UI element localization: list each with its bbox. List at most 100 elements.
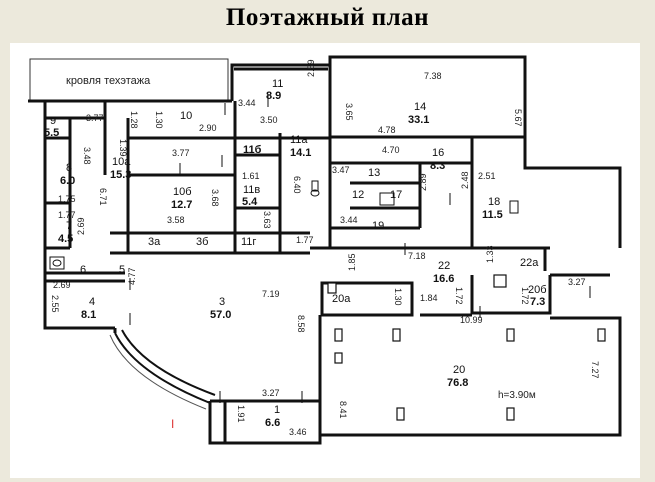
room-num: 8: [66, 162, 72, 174]
room-num: 7: [66, 220, 72, 232]
dimension-label: 7.38: [424, 71, 442, 81]
room-area: 1.61: [242, 171, 260, 181]
room-area: 14.1: [290, 147, 311, 159]
room-area: 6.0: [60, 175, 75, 187]
dimension-labels: 7.38 3.65 5.67 4.78 3.44 2.59 3.50 2.90 …: [50, 59, 600, 437]
room-num: 11в: [243, 184, 260, 196]
dimension-label: 8.41: [338, 401, 348, 419]
room-num: 1: [274, 404, 280, 416]
dimension-label: 3.65: [344, 103, 354, 121]
room-num: 14: [414, 101, 426, 113]
floor-plan: кровля техэтажа 1 6.6 3 57.0 3а 3б 4 8.1…: [10, 43, 640, 478]
dimension-label: 3.68: [210, 189, 220, 207]
room-num: 16: [432, 147, 444, 159]
dimension-label: 2.90: [199, 123, 217, 133]
fixtures: [49, 180, 519, 270]
dimension-label: 3.77: [86, 113, 104, 123]
room-area: 8.9: [266, 90, 281, 102]
room-num: 13: [368, 167, 380, 179]
roof-label: кровля техэтажа: [66, 75, 151, 87]
dimension-label: 2.69: [76, 217, 86, 235]
room-num: 12: [352, 189, 364, 201]
room-num: 3а: [148, 236, 161, 248]
dimension-label: 1.30: [393, 288, 403, 306]
room-num: 11: [272, 78, 283, 90]
room-area: 12.7: [171, 199, 192, 211]
dimension-label: 3.48: [82, 147, 92, 165]
dimension-label: 1.77: [58, 210, 76, 220]
dimension-label: 3.46: [289, 427, 307, 437]
dimension-label: 2.89: [418, 173, 428, 191]
room-num: 18: [488, 196, 500, 208]
dimension-label: 1.75: [58, 194, 76, 204]
room-num: 20б: [528, 284, 547, 296]
room-area: 33.1: [408, 114, 429, 126]
dimension-label: 3.77: [172, 148, 190, 158]
dimension-label: 3.58: [167, 215, 185, 225]
room-num: 11а: [290, 134, 308, 146]
floor-plan-drawing: кровля техэтажа 1 6.6 3 57.0 3а 3б 4 8.1…: [28, 55, 622, 445]
dimension-label: 1.77: [296, 235, 314, 245]
dimension-label: 2.69: [53, 280, 71, 290]
room-num: 4: [89, 296, 95, 308]
room-area: 6.6: [265, 417, 280, 429]
room-num: 3: [219, 296, 225, 308]
dimension-label: 5.67: [513, 109, 523, 127]
room-num: 20а: [332, 293, 351, 305]
room-num: 11г: [241, 236, 256, 248]
dimension-label: 3.63: [262, 211, 272, 229]
dimension-label: 1.91: [236, 405, 246, 423]
room-area: 8.1: [81, 309, 96, 321]
room-area: 4.5: [58, 233, 73, 245]
page-title: Поэтажный план: [225, 4, 430, 31]
dimension-label: 3.44: [340, 215, 358, 225]
room-area: 11.5: [482, 209, 503, 221]
room-area: 76.8: [447, 377, 468, 389]
dimension-label: 2.55: [50, 295, 60, 313]
dimension-label: 7.27: [590, 361, 600, 379]
dimension-label: 3.27: [262, 388, 280, 398]
dimension-label: 2.48: [460, 171, 470, 189]
room-area: 5.5: [44, 127, 59, 139]
ceiling-height-note: h=3.90м: [498, 390, 536, 401]
dimension-label: 10.99: [460, 315, 483, 325]
room-area: 8.3: [430, 160, 445, 172]
dimension-label: 3.44: [238, 98, 256, 108]
room-area: 5.4: [242, 196, 258, 208]
room-num: 3б: [196, 236, 208, 248]
dimension-label: 1.72: [454, 287, 464, 305]
dimension-label: 1.84: [420, 293, 438, 303]
dimension-label: 4.70: [382, 145, 400, 155]
room-num: 5: [119, 264, 125, 276]
dimension-label: 1.39: [118, 139, 128, 157]
dimension-label: 8.58: [296, 315, 306, 333]
dimension-label: 3.27: [568, 277, 586, 287]
room-area: 7.3: [530, 296, 545, 308]
room-num: 10: [180, 110, 192, 122]
room-num: 11б: [243, 144, 262, 156]
dimension-label: 1.28: [129, 111, 139, 129]
room-num: 10б: [173, 186, 192, 198]
dimension-label: 1.33: [485, 245, 495, 263]
room-num: 10а: [112, 156, 131, 168]
dimension-label: 4.77: [127, 267, 137, 285]
room-num: 9: [50, 115, 56, 127]
roof-area: [29, 58, 229, 102]
room-num: 20: [453, 364, 465, 376]
dimension-label: 3.47: [332, 165, 350, 175]
room-num: 22а: [520, 257, 539, 269]
cursor-mark: I: [171, 417, 174, 431]
dimension-ticks: [129, 95, 591, 403]
room-num: 22: [438, 260, 450, 272]
curved-bay-window: [109, 329, 216, 410]
dimension-label: 6.71: [98, 188, 108, 206]
room-num: 17: [390, 189, 402, 201]
dimension-label: 6.40: [292, 176, 302, 194]
walls: [28, 55, 622, 445]
dimension-label: 3.50: [260, 115, 278, 125]
dimension-label: 2.51: [478, 171, 496, 181]
room-area: 15.3: [110, 169, 131, 181]
columns: [327, 274, 606, 421]
room-num: 19: [372, 220, 384, 232]
dimension-label: 1.30: [154, 111, 164, 129]
